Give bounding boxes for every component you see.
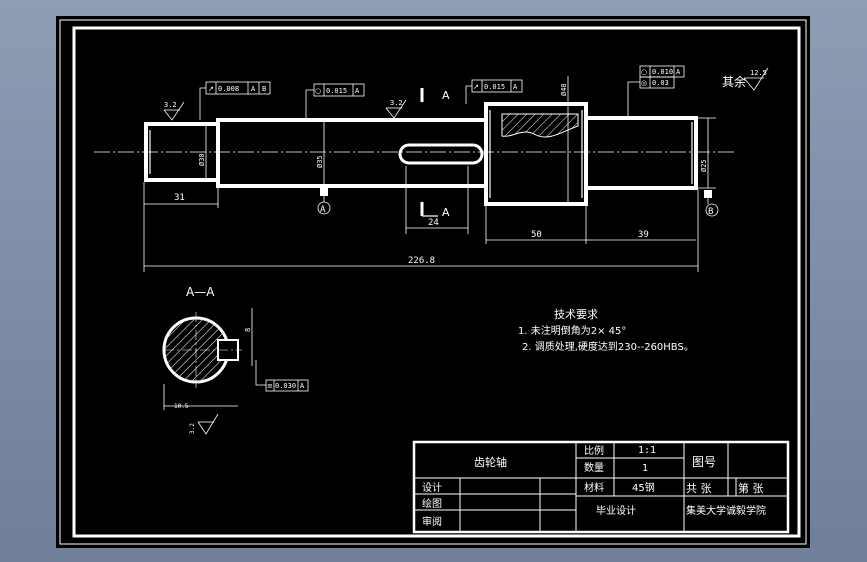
dim-keyway-length: 24 bbox=[428, 218, 439, 228]
tolerance-frame-left: ↗ 0.008 A B bbox=[199, 81, 271, 120]
svg-text:A: A bbox=[442, 206, 450, 219]
section-aa-view: 10.5 8 ≡ 0.030 A 3.2 bbox=[162, 308, 309, 435]
svg-text:A: A bbox=[251, 85, 256, 93]
svg-text:A: A bbox=[320, 205, 326, 215]
section-cut-marker-top: A bbox=[420, 88, 450, 102]
svg-text:1. 未注明倒角为2× 45°: 1. 未注明倒角为2× 45° bbox=[518, 324, 626, 337]
material-label: 材料 bbox=[584, 481, 604, 494]
svg-text:A: A bbox=[355, 87, 360, 95]
dim-left-diameter: Ø30 bbox=[198, 153, 206, 166]
shaft-inner-lines bbox=[149, 110, 693, 198]
dim-total-length: 226.8 bbox=[408, 256, 435, 266]
scale-label: 比例 bbox=[584, 444, 604, 457]
section-aa-title: A—A bbox=[186, 285, 215, 299]
svg-text:0.015: 0.015 bbox=[484, 83, 505, 91]
roughness-symbol-general: 12.5 其余 bbox=[722, 67, 769, 91]
dimension-lines bbox=[143, 76, 716, 272]
dim-gear-length: 50 bbox=[531, 230, 542, 240]
svg-text:0.03: 0.03 bbox=[652, 79, 669, 87]
dim-main-diameter: Ø35 bbox=[316, 155, 324, 168]
outer-frame bbox=[59, 19, 807, 545]
svg-text:≡: ≡ bbox=[267, 382, 273, 390]
dim-left-length: 31 bbox=[174, 193, 185, 203]
svg-text:0.030: 0.030 bbox=[275, 382, 296, 390]
design-label: 设计 bbox=[422, 481, 442, 494]
dim-right-diameter: Ø25 bbox=[700, 159, 708, 172]
svg-text:0.010: 0.010 bbox=[652, 68, 673, 76]
material-value: 45钢 bbox=[632, 481, 655, 494]
title-block bbox=[412, 440, 790, 534]
keyway-slot bbox=[398, 143, 484, 165]
svg-text:10.5: 10.5 bbox=[174, 403, 189, 410]
svg-text:↗: ↗ bbox=[208, 85, 214, 93]
section-cut-marker-bottom: A bbox=[420, 202, 450, 219]
svg-text:0.008: 0.008 bbox=[218, 85, 239, 93]
svg-text:3.2: 3.2 bbox=[189, 423, 196, 434]
svg-text:A: A bbox=[300, 382, 305, 390]
svg-text:B: B bbox=[262, 85, 266, 93]
svg-text:◎: ◎ bbox=[641, 79, 647, 87]
total-sheets: 共 张 bbox=[686, 482, 712, 495]
dim-gear-diameter: Ø48 bbox=[560, 83, 568, 96]
svg-text:技术要求: 技术要求 bbox=[554, 308, 598, 321]
quantity-value: 1 bbox=[642, 463, 648, 474]
institution-name: 集美大学诚毅学院 bbox=[686, 504, 766, 517]
technical-requirements: 技术要求 1. 未注明倒角为2× 45° 2. 调质处理,硬度达到230--26… bbox=[518, 308, 694, 353]
svg-text:↗: ↗ bbox=[473, 83, 479, 91]
tolerance-frame-gear: ↗ 0.015 A bbox=[465, 79, 523, 104]
drawing-viewport[interactable]: 31 24 50 39 226.8 Ø30 Ø35 Ø48 Ø25 ↗ 0.00… bbox=[56, 16, 810, 548]
tolerance-frame-main: ○ 0.015 A bbox=[305, 83, 365, 120]
datum-marker-b: B bbox=[704, 190, 719, 217]
shaft-outline bbox=[144, 102, 698, 206]
svg-text:B: B bbox=[708, 207, 713, 217]
datum-marker-a: A bbox=[317, 188, 331, 215]
svg-text:○: ○ bbox=[315, 87, 321, 95]
svg-text:2. 调质处理,硬度达到230--260HBS。: 2. 调质处理,硬度达到230--260HBS。 bbox=[522, 340, 694, 353]
roughness-symbol-2: 3.2 bbox=[385, 99, 407, 119]
review-label: 审阅 bbox=[422, 515, 442, 528]
tolerance-frame-right: ○ 0.010 A ◎ 0.03 bbox=[627, 65, 685, 118]
dim-right-length: 39 bbox=[638, 230, 649, 240]
project-name: 毕业设计 bbox=[596, 504, 636, 517]
quantity-label: 数量 bbox=[584, 461, 604, 474]
svg-text:其余: 其余 bbox=[722, 74, 746, 89]
drawing-canvas: 31 24 50 39 226.8 Ø30 Ø35 Ø48 Ø25 ↗ 0.00… bbox=[59, 19, 807, 545]
svg-text:3.2: 3.2 bbox=[164, 101, 177, 109]
svg-text:12.5: 12.5 bbox=[750, 69, 767, 77]
svg-text:A: A bbox=[442, 89, 450, 102]
svg-text:0.015: 0.015 bbox=[326, 87, 347, 95]
svg-text:A: A bbox=[676, 68, 681, 76]
gear-section-hatch bbox=[501, 113, 579, 138]
svg-text:○: ○ bbox=[641, 68, 647, 76]
roughness-symbol-1: 3.2 bbox=[163, 101, 185, 121]
svg-text:8: 8 bbox=[244, 328, 252, 332]
inner-frame bbox=[72, 26, 801, 538]
part-name: 齿轮轴 bbox=[474, 455, 507, 469]
svg-text:3.2: 3.2 bbox=[390, 99, 403, 107]
sheet-number: 第 张 bbox=[738, 481, 764, 495]
draw-label: 绘图 bbox=[422, 497, 442, 510]
svg-text:A: A bbox=[513, 83, 518, 91]
scale-value: 1:1 bbox=[638, 445, 656, 456]
drawing-number-label: 图号 bbox=[692, 455, 716, 469]
